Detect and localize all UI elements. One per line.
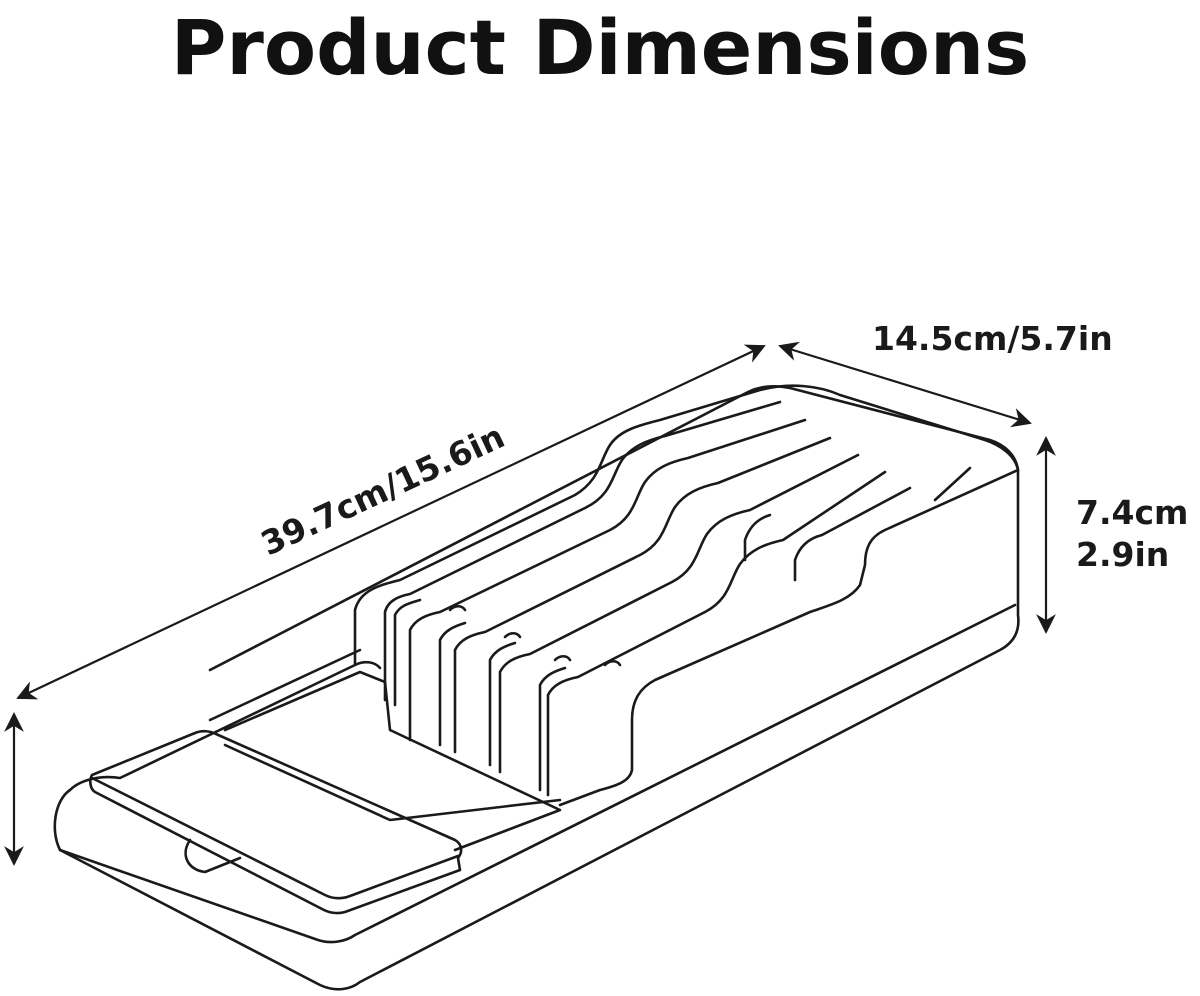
block-top-wave <box>353 384 987 667</box>
height-label-in: 2.9in <box>1076 535 1169 574</box>
height-label-cm: 7.4cm <box>1076 493 1188 532</box>
page-title: Product Dimensions <box>170 3 1030 92</box>
length-label: 39.7cm/15.6in <box>255 416 510 563</box>
width-label: 14.5cm/5.7in <box>872 319 1113 358</box>
dimension-arrows <box>4 341 1056 866</box>
length-arrow <box>16 344 766 700</box>
sliding-lid <box>89 729 463 915</box>
width-arrow <box>778 341 1032 428</box>
tray-lip <box>68 660 382 792</box>
knife-block <box>53 384 1020 991</box>
